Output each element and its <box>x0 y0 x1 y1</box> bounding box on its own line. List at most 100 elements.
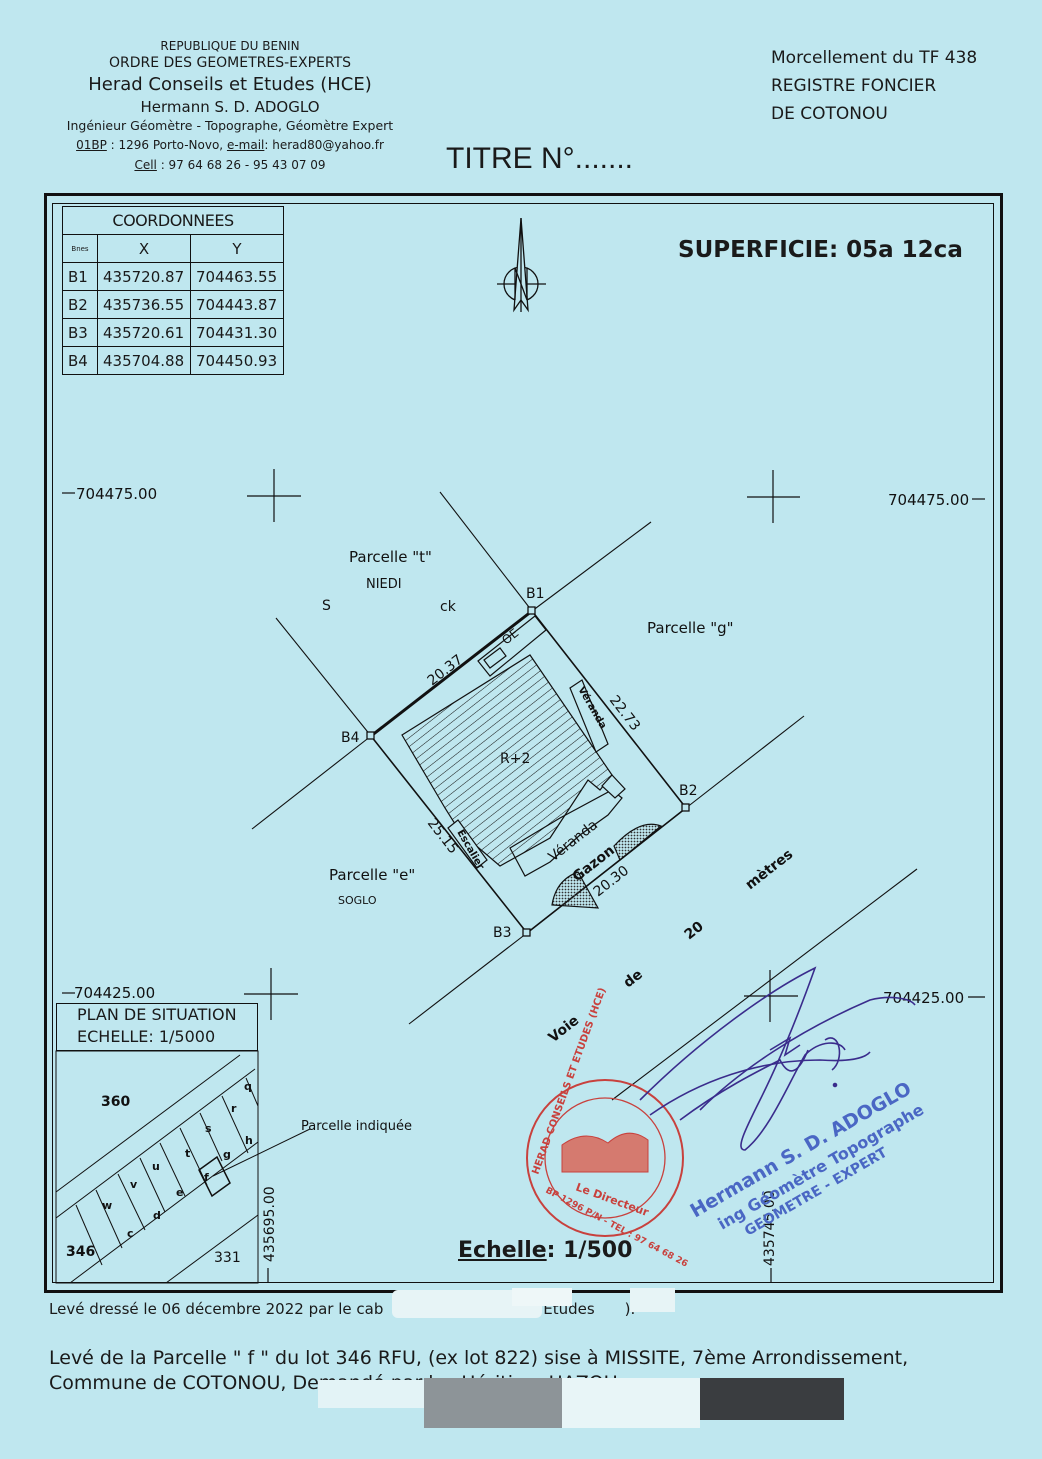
parcelle-t-fragment-2: S <box>322 598 331 614</box>
parcel-boundary <box>366 606 690 937</box>
y-cell: 704463.55 <box>190 262 284 291</box>
situation-letter: d <box>153 1209 161 1222</box>
parcelle-e-fragment: SOGLO <box>338 894 377 907</box>
situation-letter: g <box>223 1148 231 1161</box>
description-line-1: Levé de la Parcelle " f " du lot 346 RFU… <box>49 1347 909 1369</box>
email-text: : herad80@yahoo.fr <box>264 137 384 152</box>
situation-letter: e <box>176 1186 183 1199</box>
situation-letter: v <box>130 1178 138 1191</box>
signature <box>639 966 916 1151</box>
redaction-block <box>700 1378 844 1420</box>
voie-word-4: mètres <box>743 846 797 893</box>
voie-word-1: Voie <box>546 1013 583 1047</box>
lot-346: 346 <box>66 1244 95 1260</box>
header-left: REPUBLIQUE DU BENIN ORDRE DES GEOMETRES-… <box>40 38 420 173</box>
redaction-block <box>562 1378 700 1428</box>
situation-letter: h <box>245 1134 253 1147</box>
situation-title-box: PLAN DE SITUATION ECHELLE: 1/5000 <box>56 1003 258 1051</box>
situation-letter: f <box>204 1171 209 1184</box>
neighbor-lines <box>251 491 918 1101</box>
republic-line: REPUBLIQUE DU BENIN <box>160 39 300 53</box>
morcellement-line: Morcellement du TF 438 <box>771 48 978 68</box>
leve-end: ). <box>625 1300 636 1318</box>
blue-stamp-title: ing Géomètre Topographe <box>715 1100 928 1234</box>
grid-y-top-left: 704475.00 <box>76 485 157 503</box>
cell-text: : 97 64 68 26 - 95 43 07 09 <box>156 157 326 172</box>
situation-map <box>55 1050 311 1284</box>
redaction-block <box>424 1378 562 1428</box>
y-cell: 704450.93 <box>190 346 284 375</box>
voie-word-3: 20 <box>682 918 707 943</box>
company-stamp <box>526 1079 684 1237</box>
x-cell: 435736.55 <box>97 290 191 319</box>
email-label: e-mail <box>226 137 265 152</box>
grid-y-bottom-right: 704425.00 <box>883 989 964 1007</box>
echelle-label: Echelle <box>458 1238 547 1263</box>
point-b3-label: B3 <box>493 925 512 941</box>
situation-letter: r <box>231 1102 237 1115</box>
grid-x-right: 435745.00 <box>762 1190 778 1266</box>
parcelle-g-label: Parcelle "g" <box>647 619 734 637</box>
redaction-block <box>318 1380 428 1408</box>
parcelle-t-label: Parcelle "t" <box>349 548 432 566</box>
lot-360: 360 <box>101 1094 130 1110</box>
leve-text: Levé dressé le 06 décembre 2022 par le c… <box>49 1300 384 1318</box>
situation-letter: q <box>244 1080 252 1093</box>
situation-letter: u <box>152 1160 160 1173</box>
situation-title: PLAN DE SITUATION <box>77 1005 237 1024</box>
surveyor-name: Hermann S. D. ADOGLO <box>140 98 320 117</box>
parcelle-e-label: Parcelle "e" <box>329 866 415 884</box>
bnes-cell: B3 <box>62 318 98 347</box>
point-b2-label: B2 <box>679 783 698 799</box>
echelle: Echelle: 1/500 <box>458 1238 632 1263</box>
situation-letter: s <box>205 1122 212 1135</box>
bp-label: 01BP <box>76 137 107 152</box>
y-cell: 704443.87 <box>190 290 284 319</box>
bp-text: : 1296 Porto-Novo, <box>106 137 227 152</box>
x-cell: 435720.87 <box>97 262 191 291</box>
situation-letter: t <box>185 1147 190 1160</box>
grid-y-bottom-left: 704425.00 <box>74 984 155 1002</box>
bnes-cell: B2 <box>62 290 98 319</box>
coordinates-title: COORDONNEES <box>62 206 284 235</box>
situation-letter: w <box>102 1199 112 1212</box>
voie-word-2: de <box>621 967 646 992</box>
grid-x-left: 435695.00 <box>262 1186 278 1262</box>
grid-y-top-right: 704475.00 <box>888 491 969 509</box>
redaction-block <box>512 1288 572 1306</box>
grid-crosses <box>62 469 985 1282</box>
bnes-cell: B4 <box>62 346 98 375</box>
north-arrow-icon <box>497 217 546 313</box>
point-b1-label: B1 <box>526 586 545 602</box>
parcelle-indiquee-label: Parcelle indiquée <box>301 1119 412 1134</box>
firm-name: Herad Conseils et Etudes (HCE) <box>88 74 372 96</box>
col-bnes: Bnes <box>62 234 98 263</box>
cotonou-line: DE COTONOU <box>771 104 888 124</box>
parcelle-t-fragment: NIEDI <box>366 577 402 592</box>
titre-number: TITRE N°....... <box>446 142 634 175</box>
parcelle-t-fragment-3: ck <box>440 599 457 615</box>
col-x: X <box>97 234 191 263</box>
building-label: R+2 <box>500 751 530 767</box>
registre-line: REGISTRE FONCIER <box>771 76 937 96</box>
lot-331: 331 <box>214 1250 241 1266</box>
building <box>401 615 663 909</box>
redaction-block <box>630 1288 675 1312</box>
echelle-value: : 1/500 <box>546 1238 633 1263</box>
surveyor-title: Ingénieur Géomètre - Topographe, Géomètr… <box>66 117 394 133</box>
cell-line: Cell : 97 64 68 26 - 95 43 07 09 <box>40 157 420 173</box>
situation-letter: c <box>127 1227 134 1240</box>
dim-b4-b1: 20.37 <box>425 652 466 689</box>
header-right: Morcellement du TF 438 REGISTRE FONCIER … <box>771 44 977 128</box>
inner-frame <box>52 203 994 1283</box>
situation-echelle: ECHELLE: 1/5000 <box>77 1027 216 1046</box>
point-b4-label: B4 <box>341 730 360 746</box>
address-line: 01BP : 1296 Porto-Novo, e-mail: herad80@… <box>40 137 420 153</box>
cell-label: Cell <box>134 157 157 172</box>
